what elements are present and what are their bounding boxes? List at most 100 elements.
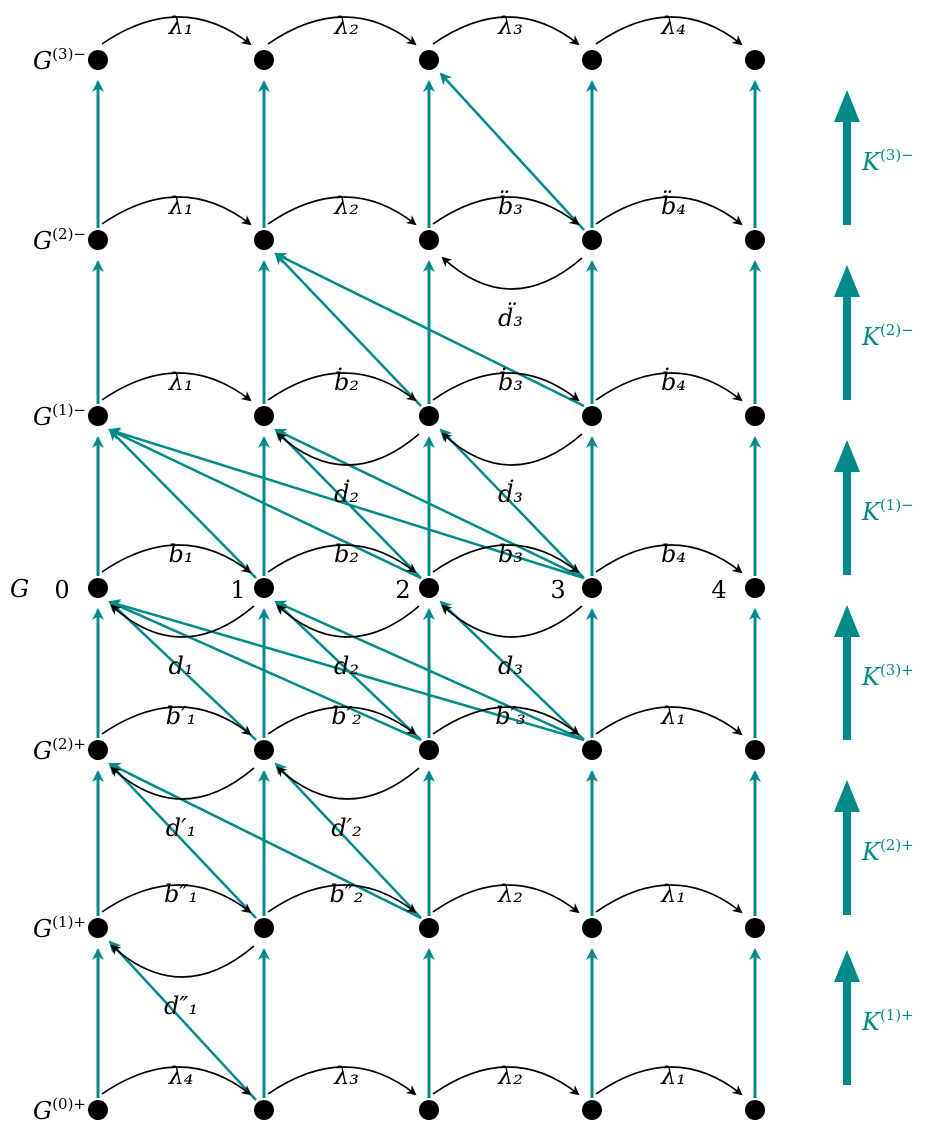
node (254, 406, 274, 426)
k-label-superscript: (2)+ (880, 836, 914, 854)
nodes (88, 50, 765, 1120)
node (419, 1100, 439, 1120)
diagonal-arrow (439, 428, 585, 579)
column-number: 3 (550, 576, 565, 604)
diagonal-arrow (108, 600, 257, 741)
forward-arc (595, 706, 743, 736)
node (745, 230, 765, 250)
row-label: G(0)+ (33, 1095, 86, 1125)
arc-label: b′₂ (331, 702, 361, 730)
forward-arc (595, 196, 743, 226)
row-label: G(1)+ (33, 913, 86, 943)
forward-arc (432, 16, 580, 46)
diagonal-arrow (108, 428, 422, 580)
node (88, 740, 108, 760)
row-label: G(2)+ (33, 735, 86, 765)
k-arrow-head (834, 950, 860, 982)
forward-arc (101, 372, 252, 402)
k-arrow-shaft (843, 808, 851, 915)
node (419, 230, 439, 250)
backward-arc-label: d₁ (169, 652, 194, 680)
node (88, 230, 108, 250)
backward-arc-label: d′₂ (331, 814, 361, 842)
arc-label: λ₃ (497, 12, 523, 40)
forward-arc (432, 544, 580, 574)
forward-arc (432, 1066, 580, 1096)
backward-arc (110, 604, 255, 638)
column-number: 4 (711, 576, 726, 604)
node (419, 918, 439, 938)
k-label-superscript: (3)+ (880, 661, 914, 679)
diagonal-arrow (274, 428, 422, 579)
diagonal-arrow (274, 600, 585, 742)
k-label: K(1)− (861, 496, 914, 526)
node (582, 1100, 602, 1120)
node (582, 578, 602, 598)
node (254, 740, 274, 760)
forward-arc (101, 16, 252, 46)
diagonal-arrow (274, 762, 422, 919)
k-arrow-shaft (843, 118, 851, 225)
column-number: 1 (230, 576, 245, 604)
node (582, 50, 602, 70)
backward-arc (110, 766, 255, 800)
backward-arc-label: d₃ (498, 652, 523, 680)
arc-label: ḃ₃ (498, 367, 523, 396)
forward-arc (595, 884, 743, 914)
arc-label: λ₁ (660, 1062, 686, 1090)
node (745, 740, 765, 760)
node (88, 578, 108, 598)
backward-arc-label: d″₁ (164, 992, 198, 1020)
forward-arc (101, 544, 252, 574)
diagonal-arrow (108, 428, 257, 579)
k-arrow-head (834, 605, 860, 637)
forward-arc (432, 884, 580, 914)
column-number: 2 (395, 576, 410, 604)
diagonal-arrow (108, 762, 422, 920)
node (745, 406, 765, 426)
arc-label: λ₄ (660, 12, 686, 40)
arc-label: λ₁ (168, 12, 194, 40)
k-arrow-shaft (843, 978, 851, 1085)
node (419, 578, 439, 598)
k-label-superscript: (1)− (880, 496, 914, 514)
k-label-superscript: (1)+ (880, 1006, 914, 1024)
node (419, 406, 439, 426)
k-arrow-head (834, 440, 860, 472)
diagonal-arrow (439, 72, 585, 231)
arc-label: λ₁ (168, 192, 194, 220)
node (582, 740, 602, 760)
arc-label: λ₁ (660, 702, 686, 730)
node (419, 50, 439, 70)
backward-arc (276, 604, 420, 638)
backward-arc (276, 432, 420, 466)
forward-arc (267, 544, 417, 574)
k-arrows: K(3)−K(2)−K(1)−K(3)+K(2)+K(1)+ (834, 90, 914, 1085)
k-label-superscript: (3)− (880, 146, 914, 164)
node (582, 918, 602, 938)
k-arrow-head (834, 265, 860, 297)
forward-arc (432, 706, 580, 736)
backward-arc-label: ḋ₃ (498, 479, 523, 508)
arc-label: b″₂ (330, 880, 364, 908)
k-arrow-head (834, 90, 860, 122)
node (254, 230, 274, 250)
row-label: G (10, 575, 29, 603)
vertical-arrows (92, 80, 761, 1098)
node (745, 50, 765, 70)
k-label: K(3)− (861, 146, 914, 176)
forward-arc (101, 196, 252, 226)
forward-arc (267, 884, 417, 914)
node (254, 918, 274, 938)
node (254, 50, 274, 70)
diagonal-arrow (108, 600, 422, 742)
arc-label: λ₂ (333, 12, 359, 40)
arc-label: λ₄ (168, 1062, 194, 1090)
forward-arc (101, 1066, 252, 1096)
forward-arc (101, 884, 252, 914)
backward-arc (441, 432, 583, 466)
arc-label: λ₂ (497, 880, 523, 908)
node (88, 918, 108, 938)
diagonal-arrows (108, 72, 585, 1101)
